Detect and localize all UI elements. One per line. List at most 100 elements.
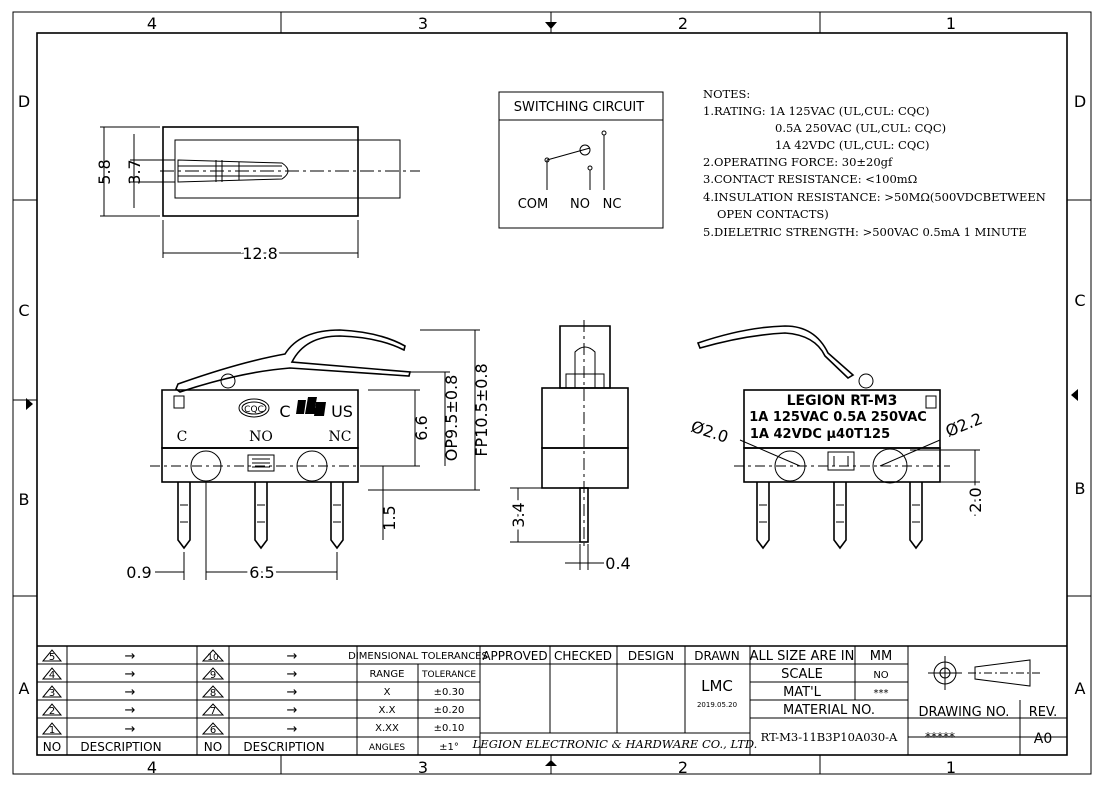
tol-value-1: ±0.30 bbox=[434, 687, 465, 698]
rev-8: 8 bbox=[210, 688, 216, 699]
zone-top-3: 3 bbox=[418, 14, 428, 33]
switching-circuit-title: SWITCHING CIRCUIT bbox=[514, 100, 644, 115]
dim-6-5: 6.5 bbox=[249, 563, 274, 582]
zone-bottom-4: 4 bbox=[147, 758, 157, 777]
no-label-right: NO bbox=[204, 740, 222, 754]
description-label-left: DESCRIPTION bbox=[80, 740, 161, 754]
material-label: MAT'L bbox=[783, 685, 822, 700]
note-3: 3.CONTACT RESISTANCE: <100mΩ bbox=[703, 172, 917, 186]
note-4: 4.INSULATION RESISTANCE: >50MΩ(500VDCBET… bbox=[703, 190, 1046, 204]
rev-1: 1 bbox=[49, 725, 55, 736]
rev-arrow-6: → bbox=[287, 722, 298, 737]
rev-arrow-5: → bbox=[125, 649, 136, 664]
zone-ticks bbox=[13, 12, 1091, 774]
tolerances-header: DIMENSIONAL TOLERANCES bbox=[348, 651, 488, 662]
revision-triangles bbox=[41, 649, 225, 735]
units-value: MM bbox=[870, 649, 892, 664]
inner-border bbox=[36, 32, 1068, 756]
scale-label: SCALE bbox=[781, 667, 823, 682]
center-mark-right bbox=[1071, 389, 1078, 401]
tolerance-header: TOLERANCE bbox=[421, 670, 476, 680]
zone-bottom-2: 2 bbox=[678, 758, 688, 777]
zone-top-1: 1 bbox=[946, 14, 956, 33]
note-4b: OPEN CONTACTS) bbox=[717, 207, 829, 221]
rev-label: REV. bbox=[1029, 705, 1058, 720]
tol-range-2: X.X bbox=[379, 705, 396, 716]
back-brand: LEGION RT-M3 bbox=[787, 393, 898, 409]
drawing-no-value: ***** bbox=[925, 730, 955, 744]
checked-label: CHECKED bbox=[554, 649, 612, 663]
tol-value-2: ±0.20 bbox=[434, 705, 465, 716]
rev-arrow-10: → bbox=[287, 649, 298, 664]
back-view bbox=[696, 325, 980, 550]
front-view bbox=[150, 329, 480, 580]
back-line-2: 1A 42VDC μ40T125 bbox=[750, 427, 890, 442]
terminal-nc-label: NC bbox=[329, 429, 352, 445]
ul-c: C bbox=[279, 402, 290, 421]
switching-circuit-box bbox=[498, 91, 664, 229]
rev-arrow-2: → bbox=[125, 703, 136, 718]
tol-range-4: ANGLES bbox=[369, 743, 406, 753]
dim-0-9: 0.9 bbox=[126, 563, 151, 582]
material-no-value: RT-M3-11B3P10A030-A bbox=[761, 730, 898, 744]
rev-arrow-9: → bbox=[287, 667, 298, 682]
approved-label: APPROVED bbox=[482, 649, 547, 663]
rev-arrow-7: → bbox=[287, 703, 298, 718]
notes-title: NOTES: bbox=[703, 87, 750, 101]
rev-7: 7 bbox=[210, 706, 216, 717]
dim-fp: FP10.5±0.8 bbox=[472, 363, 491, 456]
design-label: DESIGN bbox=[628, 649, 674, 663]
dim-1-5: 1.5 bbox=[380, 505, 399, 530]
zone-top-4: 4 bbox=[147, 14, 157, 33]
drawn-by: LMC bbox=[701, 677, 733, 695]
rev-2: 2 bbox=[49, 706, 55, 717]
tol-range-3: X.XX bbox=[375, 723, 399, 734]
zone-left-b: B bbox=[19, 490, 30, 509]
center-mark-left bbox=[26, 398, 33, 410]
dim-3-4: 3.4 bbox=[509, 502, 528, 527]
range-header: RANGE bbox=[370, 669, 405, 680]
dim-hole-2-0: Ø2.0 bbox=[689, 417, 731, 447]
zone-top-2: 2 bbox=[678, 14, 688, 33]
circuit-nc: NC bbox=[603, 197, 622, 212]
scale-value: NO bbox=[873, 670, 888, 681]
dim-op: OP9.5±0.8 bbox=[442, 375, 461, 462]
rev-4: 4 bbox=[49, 670, 55, 681]
rev-9: 9 bbox=[210, 670, 216, 681]
terminal-no-label: NO bbox=[249, 429, 273, 445]
dim-2-0: 2.0 bbox=[966, 487, 985, 512]
zone-left-d: D bbox=[18, 92, 30, 111]
rev-value: A0 bbox=[1034, 731, 1052, 747]
zone-right-d: D bbox=[1074, 92, 1086, 111]
zone-right-b: B bbox=[1075, 479, 1086, 498]
dim-5-8: 5.8 bbox=[95, 159, 114, 184]
note-1: 1.RATING: 1A 125VAC (UL,CUL: CQC) bbox=[703, 104, 929, 118]
rev-10: 10 bbox=[207, 653, 219, 663]
rev-arrow-8: → bbox=[287, 685, 298, 700]
note-1b: 0.5A 250VAC (UL,CUL: CQC) bbox=[775, 121, 946, 135]
company-name: LEGION ELECTRONIC & HARDWARE CO., LTD. bbox=[472, 737, 758, 751]
drawn-label: DRAWN bbox=[694, 649, 740, 663]
rev-5: 5 bbox=[49, 652, 55, 663]
material-no-label: MATERIAL NO. bbox=[783, 703, 875, 718]
dim-0-4: 0.4 bbox=[605, 554, 630, 573]
no-label-left: NO bbox=[43, 740, 61, 754]
rev-arrow-4: → bbox=[125, 667, 136, 682]
dim-12-8: 12.8 bbox=[242, 244, 278, 263]
note-2: 2.OPERATING FORCE: 30±20gf bbox=[703, 155, 893, 169]
circuit-no: NO bbox=[570, 197, 590, 212]
zone-right-c: C bbox=[1074, 291, 1085, 310]
outer-border bbox=[12, 11, 1092, 775]
rev-arrow-3: → bbox=[125, 685, 136, 700]
rev-6: 6 bbox=[210, 725, 216, 736]
zone-right-a: A bbox=[1075, 679, 1086, 698]
drawing-no-label: DRAWING NO. bbox=[919, 705, 1010, 720]
tol-value-3: ±0.10 bbox=[434, 723, 465, 734]
tol-range-1: X bbox=[384, 687, 391, 698]
zone-bottom-1: 1 bbox=[946, 758, 956, 777]
rev-arrow-1: → bbox=[125, 722, 136, 737]
all-size-label: ALL SIZE ARE IN bbox=[750, 649, 855, 664]
tol-value-4: ±1° bbox=[439, 742, 459, 753]
zone-left-c: C bbox=[18, 301, 29, 320]
ul-us: US bbox=[331, 402, 353, 421]
